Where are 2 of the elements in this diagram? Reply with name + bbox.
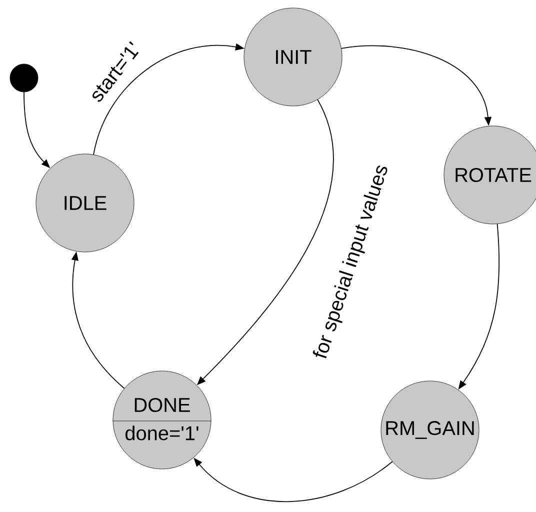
initial-state-dot [10,64,38,92]
edge-label: for special input values [313,166,388,358]
